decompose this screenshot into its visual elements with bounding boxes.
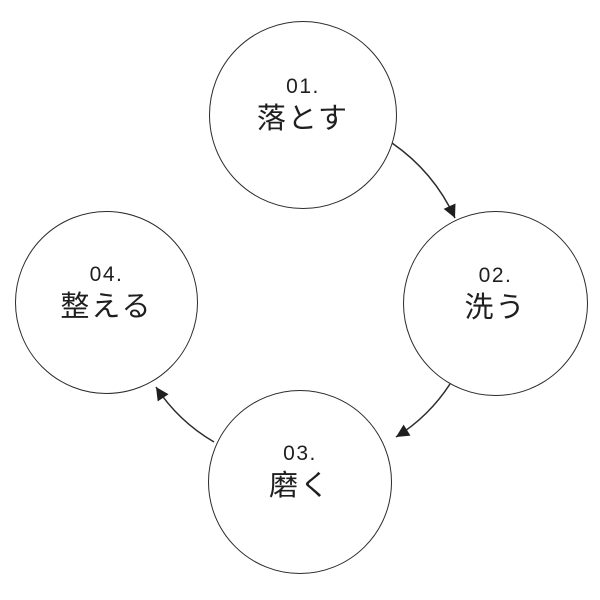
step-4-label: 整える <box>60 290 153 323</box>
step-1-text: 01. 落とす <box>257 74 349 138</box>
arrow-step3-to-step4-icon <box>155 386 215 443</box>
step-circle-2: 02. 洗う <box>403 211 588 396</box>
arrow-step2-to-step3-icon <box>395 383 451 438</box>
step-1-number: 01. <box>286 75 320 98</box>
step-circle-3: 03. 磨く <box>208 390 392 574</box>
step-3-number: 03. <box>283 442 317 465</box>
step-4-text: 04. 整える <box>60 262 152 326</box>
step-2-text: 02. 洗う <box>464 263 526 327</box>
step-3-label: 磨く <box>268 470 331 502</box>
arrow-step1-to-step2-icon <box>391 142 456 219</box>
step-2-label: 洗う <box>464 291 527 324</box>
step-circle-4: 04. 整える <box>15 211 198 394</box>
step-4-number: 04. <box>89 262 124 286</box>
step-3-text: 03. 磨く <box>269 441 331 505</box>
step-2-number: 02. <box>478 263 513 287</box>
step-1-label: 落とす <box>256 103 350 135</box>
step-circle-1: 01. 落とす <box>209 21 397 209</box>
